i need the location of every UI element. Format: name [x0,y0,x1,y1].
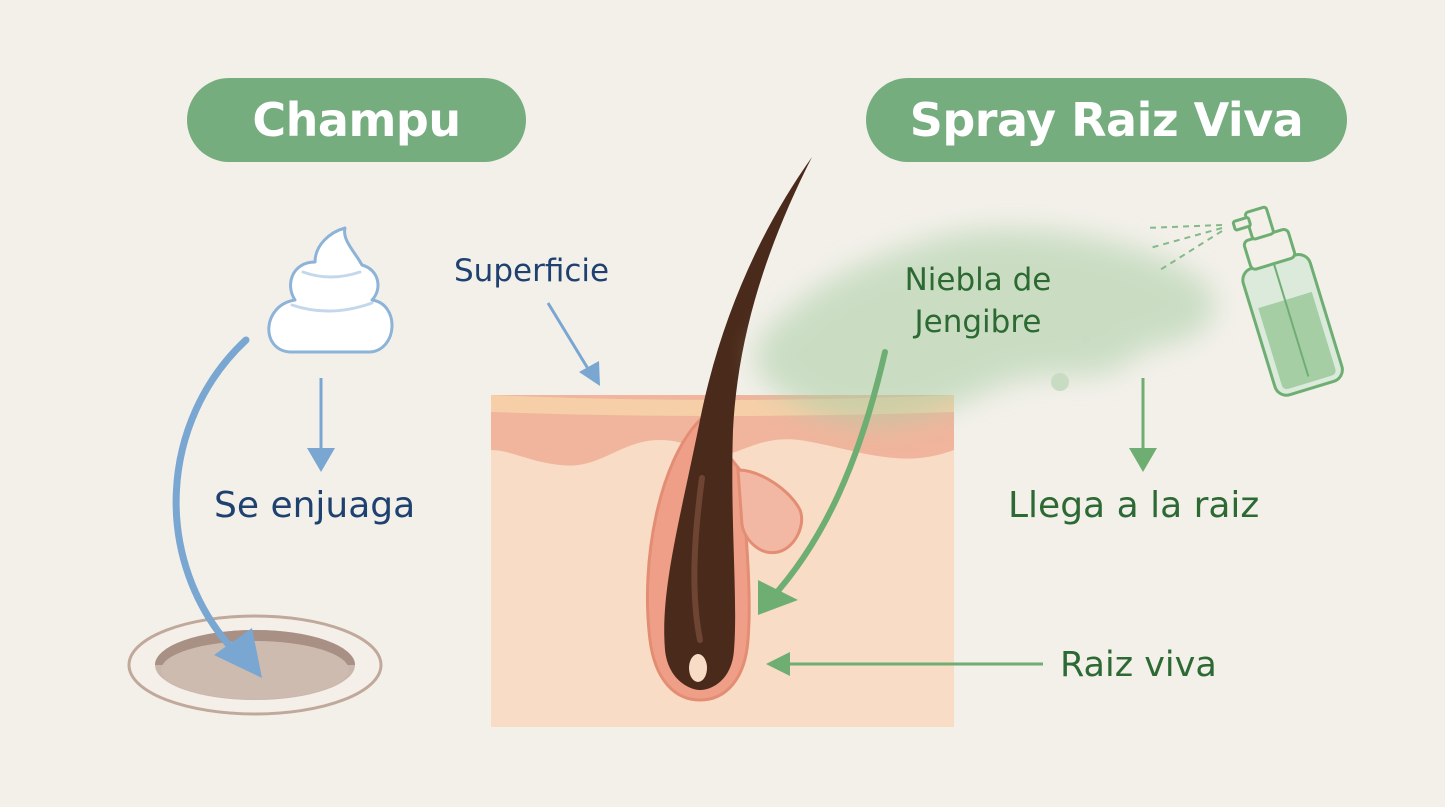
label-niebla-line1: Niebla de [904,262,1052,298]
blue-arrows [172,302,600,678]
label-raiz-viva: Raiz viva [1060,645,1217,685]
arrow-superficie [546,302,592,373]
label-llega-a-la-raiz: Llega a la raiz [1008,485,1260,526]
header-spray-raiz-viva: Spray Raiz Viva [866,78,1347,162]
hair-strand [664,157,812,690]
spray-lines [1144,224,1223,271]
foam-icon [267,226,394,354]
label-superficie: Superficie [454,253,610,289]
label-se-enjuaga: Se enjuaga [214,485,416,526]
header-champu: Champu [187,78,526,162]
arrow-rinse-curve [172,336,250,656]
spray-bottle-icon [1231,205,1344,397]
label-niebla-line2: Jengibre [914,304,1042,340]
ginger-mist [754,229,1215,424]
arrow-mist-to-root [767,349,888,603]
green-arrows [758,349,1157,676]
